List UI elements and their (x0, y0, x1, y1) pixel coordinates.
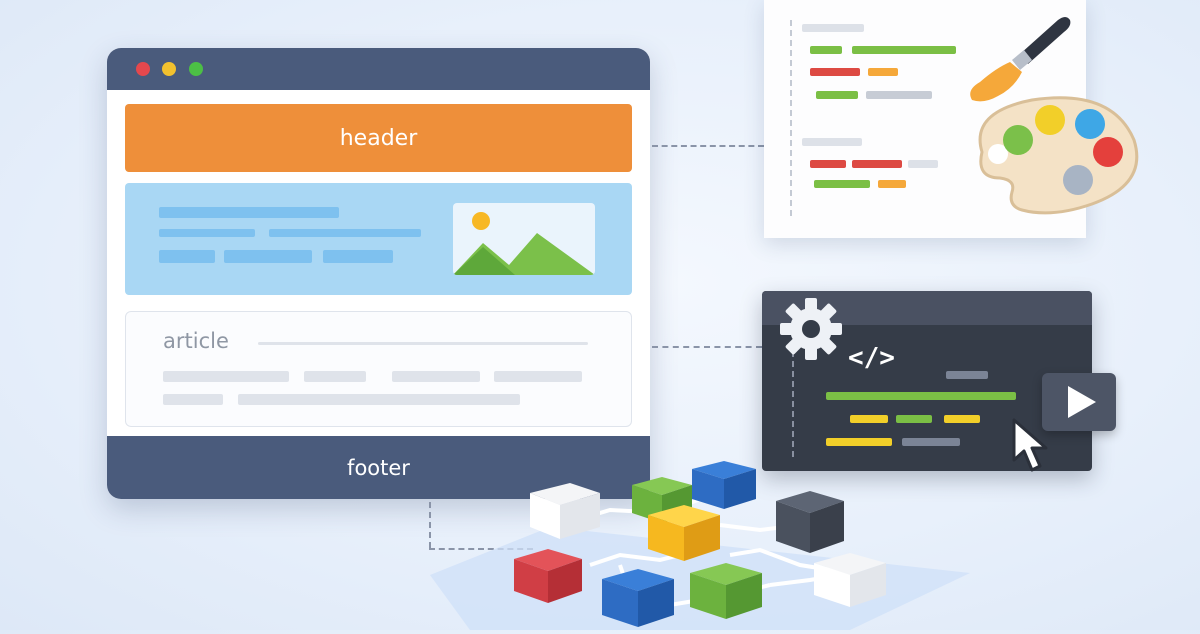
browser-window: header article footer (107, 48, 650, 499)
block-yellow (648, 505, 720, 561)
article-line (392, 371, 480, 382)
maximize-dot[interactable] (189, 62, 203, 76)
code-line (852, 46, 956, 54)
code-line (944, 415, 980, 423)
code-gutter (790, 20, 792, 216)
minimize-dot[interactable] (162, 62, 176, 76)
block-white-right (814, 553, 886, 607)
code-gutter (792, 351, 794, 457)
hero-line (159, 250, 215, 263)
connector-line (652, 145, 764, 147)
article-block: article (125, 311, 632, 427)
block-red (514, 549, 582, 603)
code-line (902, 438, 960, 446)
block-dark (776, 491, 844, 553)
article-line (304, 371, 366, 382)
hero-line (269, 229, 421, 237)
article-line (163, 371, 289, 382)
close-dot[interactable] (136, 62, 150, 76)
hero-line (224, 250, 312, 263)
hero-line (323, 250, 393, 263)
article-line (238, 394, 520, 405)
paintbrush-icon (962, 12, 1072, 108)
header-block: header (125, 104, 632, 172)
block-green-top (632, 477, 692, 523)
code-line (946, 371, 988, 379)
code-line (810, 68, 860, 76)
block-green-bottom (690, 563, 762, 619)
code-line (852, 160, 902, 168)
code-line (866, 91, 932, 99)
code-line (826, 438, 892, 446)
article-line (163, 394, 223, 405)
code-line (810, 46, 842, 54)
code-line (878, 180, 906, 188)
article-line (258, 342, 588, 345)
connector-line (652, 346, 762, 348)
hero-line (159, 229, 255, 237)
code-line (868, 68, 898, 76)
code-line (802, 24, 864, 32)
code-line (802, 138, 862, 146)
code-tag: </> (848, 343, 895, 373)
code-line (814, 180, 870, 188)
play-icon (1068, 386, 1096, 418)
connector-line (429, 502, 431, 548)
palette-icon (962, 92, 1142, 226)
article-title: article (163, 329, 229, 353)
block-white (530, 483, 600, 539)
code-line (826, 392, 1016, 400)
code-line (908, 160, 938, 168)
code-line (810, 160, 846, 168)
hero-block (125, 183, 632, 295)
article-line (494, 371, 582, 382)
play-button[interactable] (1042, 373, 1116, 431)
hero-line (159, 207, 339, 218)
cursor-icon (1010, 418, 1054, 478)
connector-line (429, 548, 533, 550)
code-line (896, 415, 932, 423)
gear-icon[interactable] (778, 296, 844, 366)
block-blue-top (692, 461, 756, 509)
code-line (850, 415, 888, 423)
image-icon (453, 203, 595, 275)
component-blocks (430, 455, 990, 634)
code-line (816, 91, 858, 99)
block-blue-bottom (602, 569, 674, 627)
